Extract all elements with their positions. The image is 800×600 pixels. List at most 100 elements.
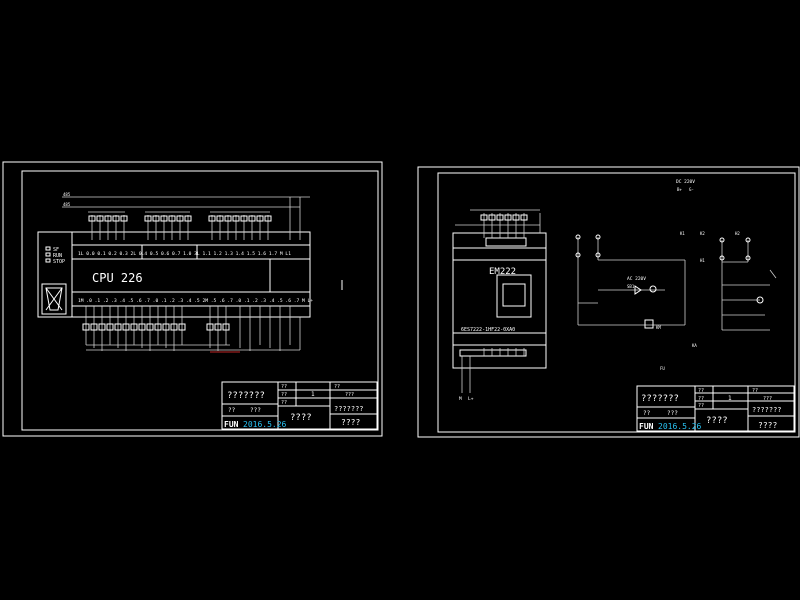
- terminal-symbol: [152, 215, 160, 222]
- bottom-terminal-labels: 1M .0 .1 .2 .3 .4 .5 .6 .7 .0 .1 .2 .3 .…: [78, 298, 313, 304]
- tb2-cell: ???????: [752, 406, 782, 414]
- tb-cell: ??: [281, 384, 287, 390]
- sheet-2: EM222 6ES7222-1HF22-0XA0 M L+ DC 220V B+…: [417, 166, 800, 438]
- tb-cell: ??: [228, 407, 236, 414]
- dc-supply-label: DC 220V: [676, 179, 695, 185]
- terminal-symbol: [88, 215, 96, 222]
- label-h2: H2: [735, 231, 740, 236]
- terminal-symbol: [122, 323, 130, 331]
- terminal-symbol: [96, 215, 104, 222]
- sheet-2-inner-border: [437, 172, 796, 433]
- terminal-symbol: [138, 323, 146, 331]
- tb-cell: ???????: [334, 405, 364, 413]
- terminal-symbol: [224, 215, 232, 222]
- label-km: KM: [656, 325, 661, 330]
- cpu-model-label: CPU 226: [92, 271, 143, 285]
- led-sf-label: SF: [53, 247, 59, 253]
- terminal-symbol: [206, 323, 214, 331]
- title-block-date: 2016.5.26: [243, 420, 287, 429]
- tb2-cell: 1: [728, 395, 732, 402]
- terminal-symbol: [104, 215, 112, 222]
- polarity-label: B+ G-: [677, 187, 694, 192]
- title-block-2-date: 2016.5.26: [658, 422, 702, 431]
- terminal-symbol: [488, 214, 496, 221]
- terminal-symbol: [130, 323, 138, 331]
- label-k2: K2: [700, 231, 705, 236]
- terminal-symbol: [112, 215, 120, 222]
- top-terminal-labels: 1L 0.0 0.1 0.2 0.3 2L 0.4 0.5 0.6 0.7 1.…: [78, 251, 291, 257]
- tb-cell: ??: [334, 384, 340, 390]
- title-block-2-logo: FUN: [639, 422, 654, 431]
- led-stop-label: STOP: [53, 259, 65, 265]
- label-ka: KA: [692, 343, 697, 348]
- wire-label-485-a: 485: [63, 192, 71, 197]
- terminal-symbol: [114, 323, 122, 331]
- terminal-symbol: [168, 215, 176, 222]
- tb-cell: ????: [290, 413, 312, 423]
- sheet-1-inner-border: [21, 170, 379, 431]
- terminal-symbol: [248, 215, 256, 222]
- tb2-cell: ??: [643, 410, 651, 417]
- tb-cell: ???: [250, 407, 261, 414]
- tb2-cell: ???: [763, 396, 772, 402]
- em222-module: EM222 6ES7222-1HF22-0XA0 M L+: [452, 209, 547, 402]
- sheet-1-title-block: ??????? ?? ?? 1 ?? ?? ??? ?? ??? ???????…: [221, 381, 378, 430]
- terminal-symbol: [90, 323, 98, 331]
- tb2-cell: ??: [752, 388, 758, 394]
- tb-cell: ??: [281, 400, 287, 406]
- tb-cell: ???: [345, 392, 354, 398]
- tb2-cell: ??: [698, 388, 704, 394]
- terminal-symbol: [222, 323, 230, 331]
- title-block-2-name: ???????: [641, 394, 679, 404]
- terminal-symbol: [214, 323, 222, 331]
- module-m-label: M: [459, 396, 462, 402]
- terminal-symbol: [178, 323, 186, 331]
- terminal-symbol: [216, 215, 224, 222]
- title-block-name: ???????: [227, 391, 265, 401]
- terminal-symbol: [208, 215, 216, 222]
- tb-cell: ????: [341, 418, 360, 427]
- module-label: EM222: [489, 267, 516, 277]
- control-circuit: DC 220V B+ G- AC 220V SB1 KM K1 K2 H1 H2…: [575, 179, 777, 371]
- terminal-symbol: [496, 214, 504, 221]
- terminal-symbol: [170, 323, 178, 331]
- label-k1: K1: [680, 231, 685, 236]
- module-lplus-label: L+: [468, 396, 474, 402]
- bottom-wiring: [82, 306, 301, 353]
- terminal-symbol: [120, 215, 128, 222]
- terminal-symbol: [184, 215, 192, 222]
- terminal-symbol: [154, 323, 162, 331]
- led-run-label: RUN: [53, 253, 62, 259]
- terminal-symbol: [520, 214, 528, 221]
- terminal-symbol: [264, 215, 272, 222]
- tb2-cell: ????: [706, 416, 728, 426]
- terminal-symbol: [240, 215, 248, 222]
- label-sb1: SB1: [627, 284, 635, 289]
- tb2-cell: ???: [667, 410, 678, 417]
- terminal-symbol: [162, 323, 170, 331]
- terminal-symbol: [480, 214, 488, 221]
- title-block-logo: FUN: [224, 420, 239, 429]
- terminal-symbol: [98, 323, 106, 331]
- sheet-2-title-block: ??????? ?? ?? 1 ?? ?? ??? ?? ??? ???????…: [636, 385, 795, 432]
- top-wiring: 485 485: [62, 192, 310, 240]
- terminal-symbol: [512, 214, 520, 221]
- terminal-symbol: [160, 215, 168, 222]
- tb2-cell: ??: [698, 403, 704, 409]
- part-number: 6ES7222-1HF22-0XA0: [461, 327, 515, 333]
- wire-label-485-b: 485: [63, 202, 71, 207]
- ac-supply-label: AC 220V: [627, 276, 646, 282]
- sheet-1-outer-border: [2, 161, 383, 437]
- terminal-symbol: [504, 214, 512, 221]
- sheet-1: SF RUN STOP CPU 226 1L 0.0 0.1 0.2 0.3 2…: [2, 161, 383, 437]
- sheet-2-outer-border: [417, 166, 800, 438]
- terminal-symbol: [146, 323, 154, 331]
- tb2-cell: ??: [698, 396, 704, 402]
- terminal-symbol: [82, 323, 90, 331]
- terminal-symbol: [232, 215, 240, 222]
- tb-cell: ??: [281, 392, 287, 398]
- label-fu: FU: [660, 366, 665, 371]
- tb-cell: 1: [311, 391, 315, 398]
- cpu-226-module: SF RUN STOP CPU 226 1L 0.0 0.1 0.2 0.3 2…: [37, 231, 343, 318]
